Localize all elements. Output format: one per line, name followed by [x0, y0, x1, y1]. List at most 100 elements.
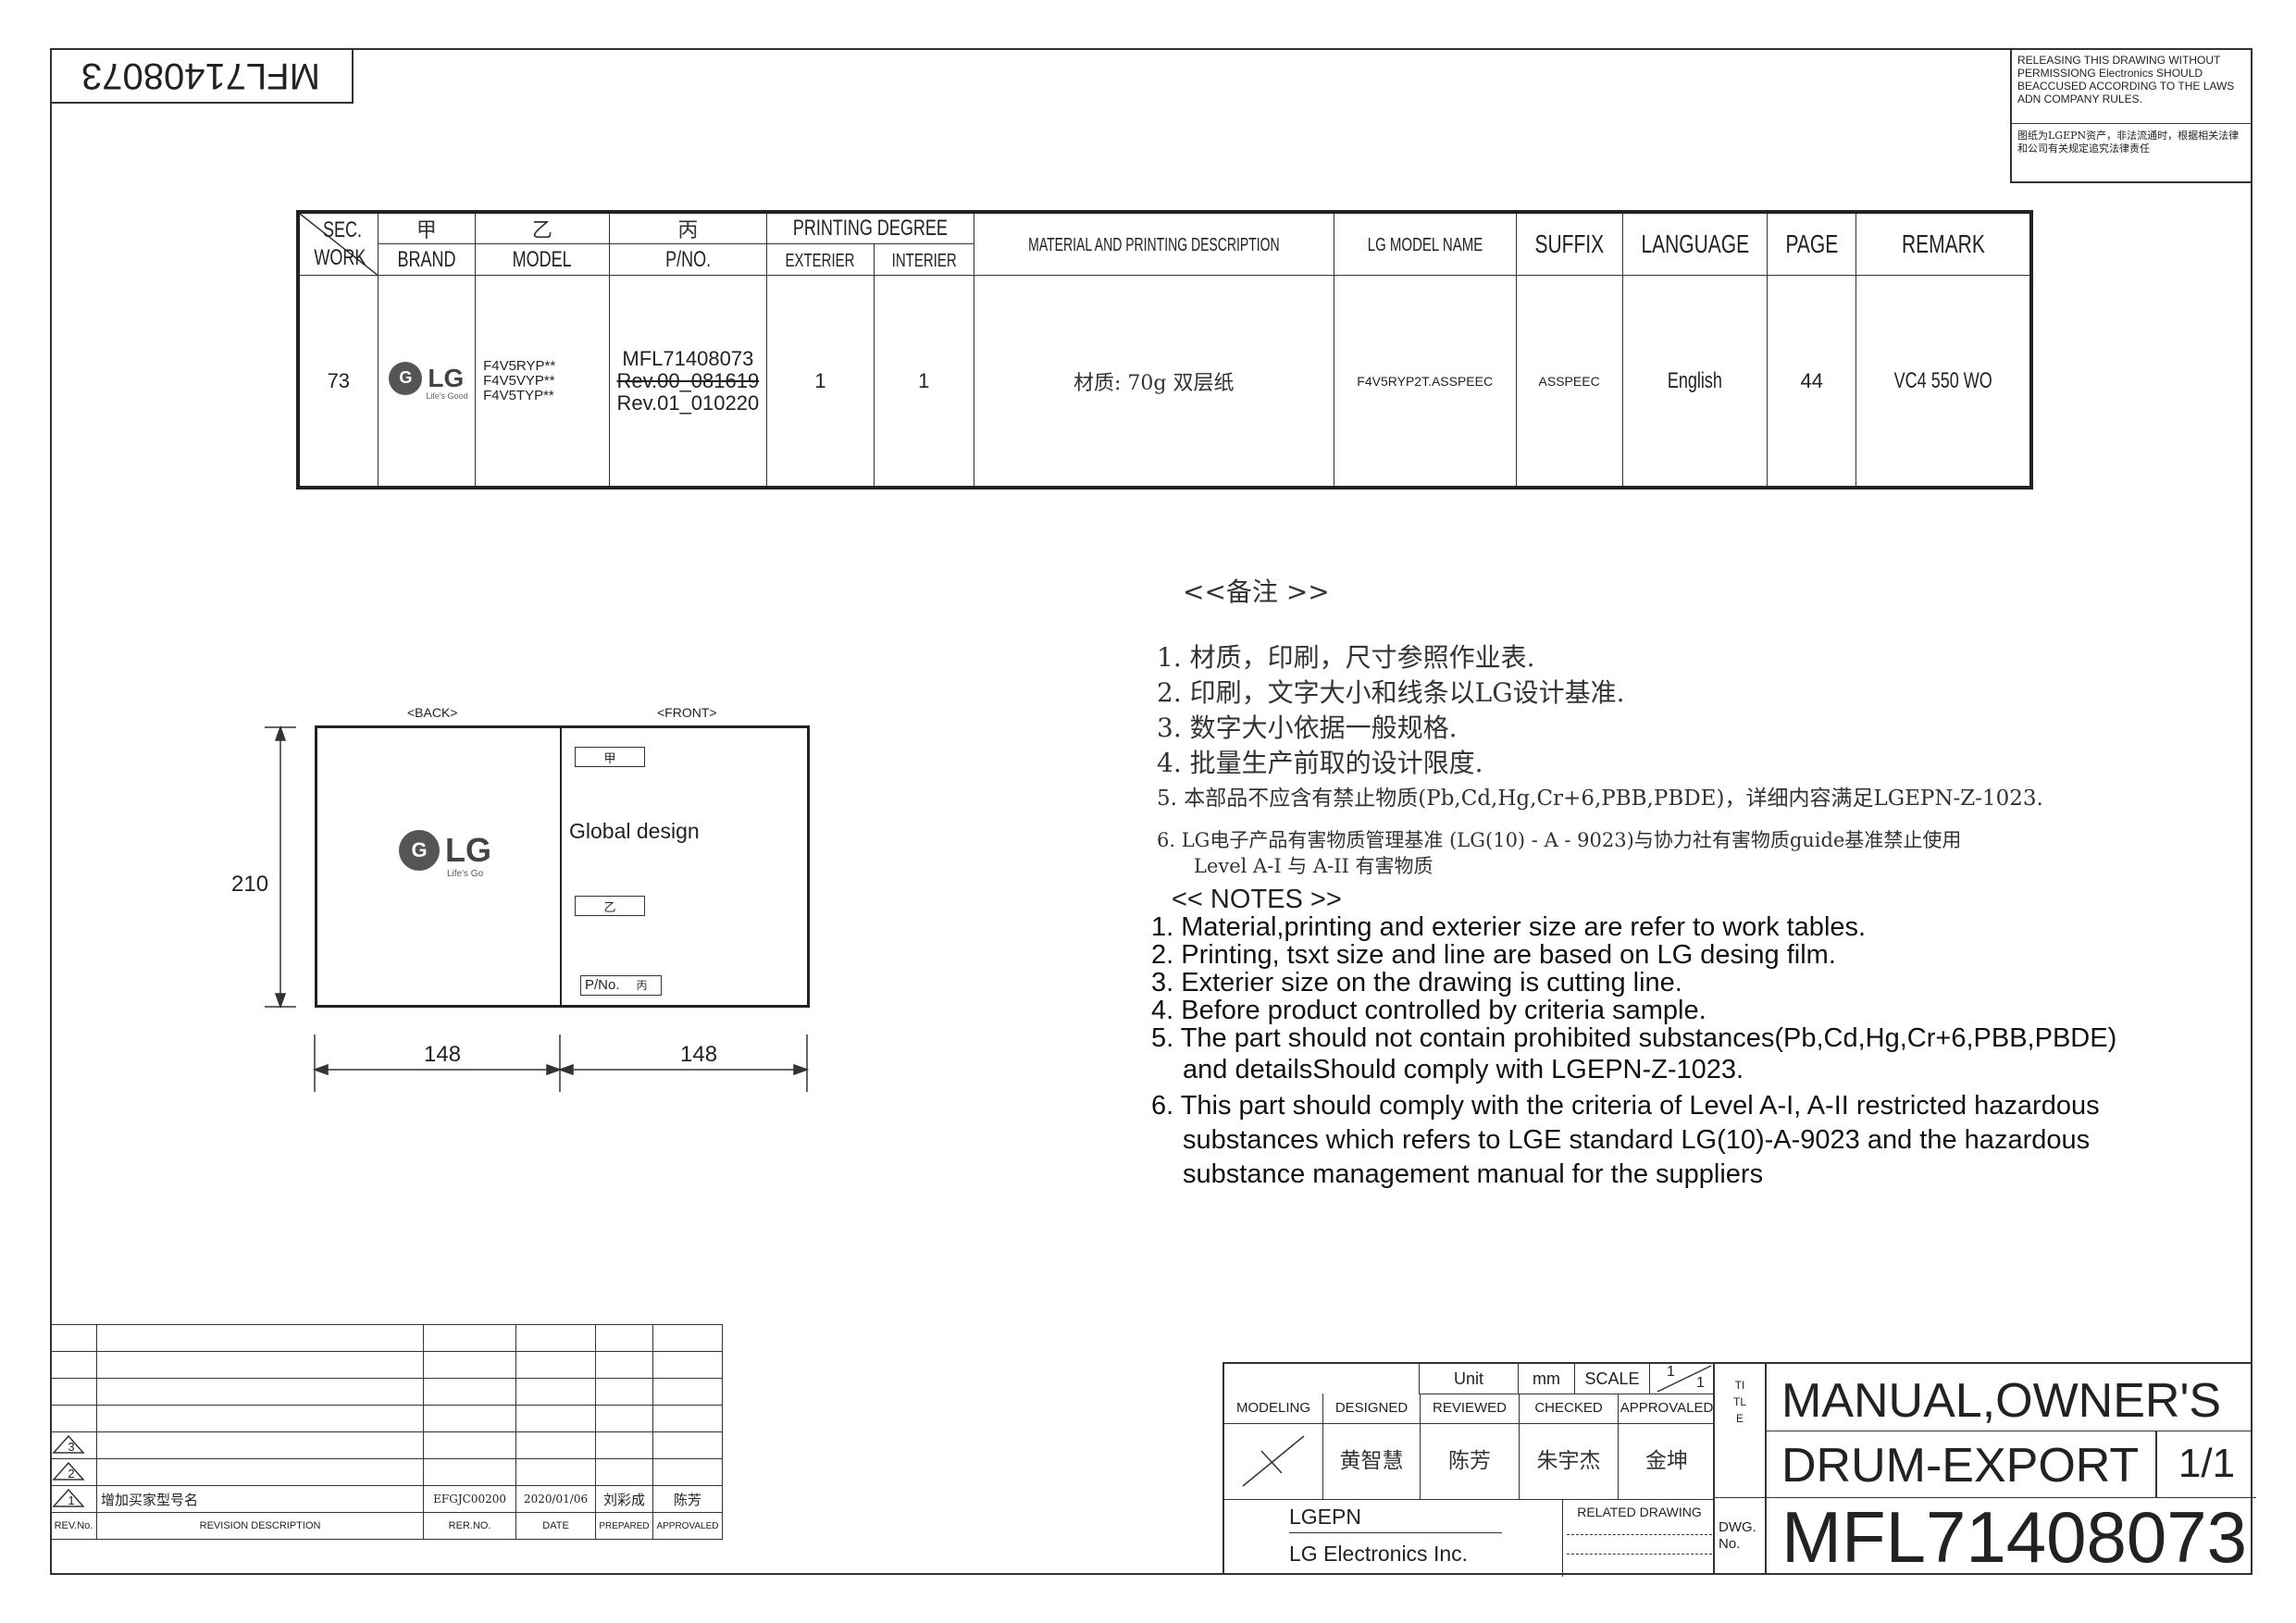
- lg-logo: G LG: [389, 361, 464, 395]
- en-note-6: 6. This part should comply with the crit…: [1151, 1091, 2100, 1121]
- title-values: MANUAL,OWNER'S DRUM-EXPORT 1/1 MFL714080…: [1765, 1362, 2256, 1578]
- reviewer-name: 陈芳: [1420, 1423, 1519, 1499]
- title-line-1: MANUAL,OWNER'S: [1781, 1374, 2222, 1428]
- brand-header: BRAND: [377, 243, 477, 276]
- rev-1-marker: 1: [50, 1485, 97, 1513]
- unit-scale-row: Unit mm SCALE 1 1: [1419, 1364, 1715, 1394]
- rev-1-desc: 增加买家型号名: [95, 1485, 425, 1513]
- en-notes-title: << NOTES >>: [1172, 885, 1342, 914]
- designer-name: 黄智慧: [1322, 1423, 1420, 1499]
- remark-value: VC4 550 WO: [1855, 275, 2032, 489]
- spec-table: SEC. WORK 甲 乙 丙 PRINTING DEGREE MATERIAL…: [296, 210, 2033, 489]
- checker-name: 朱宇杰: [1519, 1423, 1618, 1499]
- model-cn-header: 乙: [475, 211, 610, 244]
- lg-circle-icon: G: [399, 830, 440, 871]
- approver-name: 金坤: [1618, 1423, 1715, 1499]
- rev-no-header: REV.No.: [50, 1512, 97, 1540]
- sec-work-header: SEC. WORK: [297, 211, 379, 276]
- rev-date-header: DATE: [515, 1512, 596, 1540]
- model-list: F4V5RYP** F4V5VYP** F4V5TYP**: [475, 275, 610, 489]
- front-model-box: 乙: [575, 896, 645, 916]
- sign-row: 黄智慧 陈芳 朱宇杰 金坤: [1224, 1423, 1715, 1500]
- legal-notice-cn: 图纸为LGEPN资产，非法流通时，根据相关法律和公司有关规定追究法律责任: [2017, 130, 2240, 155]
- back-logo: G LG Life's Go: [399, 830, 491, 879]
- dim-width-front: 148: [680, 1042, 718, 1067]
- company-name: LG Electronics Inc.: [1289, 1542, 1469, 1566]
- sec-label: SEC.: [322, 217, 362, 242]
- cn-notes-title: <<备注 >>: [1183, 576, 1330, 607]
- cn-notes-list: 1. 材质，印刷，尺寸参照作业表. 2. 印刷，文字大小和线条以LG设计基准. …: [1157, 640, 2043, 816]
- dwg-no-label: DWG.No.: [1719, 1519, 1756, 1552]
- brand-cell: G LG Life's Good: [377, 275, 477, 489]
- front-label: <FRONT>: [657, 705, 717, 720]
- rev-1-date: 2020/01/06: [515, 1485, 596, 1513]
- en-notes-list: 1. Material,printing and exterier size a…: [1151, 913, 2116, 1192]
- card-outline: G LG Life's Go 甲 Global design 乙 P/No. 丙: [315, 725, 810, 1008]
- rev-1-prepared: 刘彩成: [595, 1485, 653, 1513]
- model-header: MODEL: [475, 243, 610, 276]
- en-note-6c: substance management manual for the supp…: [1183, 1159, 1764, 1189]
- material-value: 材质: 70g 双层纸: [973, 275, 1334, 489]
- revision-table: 3 2 1 增加买家型号名 EFGJC00200 2020/01/06 刘彩成 …: [50, 1324, 724, 1540]
- dim-height: 210: [231, 872, 269, 897]
- title-line-2: DRUM-EXPORT: [1781, 1439, 2140, 1493]
- doc-number-stamp: MFL71408073: [50, 48, 354, 104]
- lg-circle-icon: G: [389, 361, 423, 395]
- cn-note-1: 1. 材质，印刷，尺寸参照作业表.: [1157, 642, 1535, 673]
- pno-cell: MFL71408073 Rev.00_081619 Rev.01_010220: [608, 275, 768, 489]
- sheet-number: 1/1: [2155, 1431, 2256, 1498]
- cn-note-2: 2. 印刷，文字大小和线条以LG设计基准.: [1157, 677, 1625, 708]
- remark-header: REMARK: [1855, 211, 2032, 276]
- rev-1-rer: EFGJC00200: [423, 1485, 517, 1513]
- cn-note-6: 6. LG电子产品有害物质管理基准 (LG(10) - A - 9023)与协力…: [1157, 829, 1962, 877]
- title-block-left: Unit mm SCALE 1 1 MODELING DESIGNED REVI…: [1222, 1362, 1716, 1577]
- dwg-number: MFL71408073: [1781, 1496, 2248, 1578]
- en-note-2: 2. Printing, tsxt size and line are base…: [1151, 940, 1836, 970]
- rev-approved-header: APPROVALED: [652, 1512, 724, 1540]
- model-name-header: LG MODEL NAME: [1333, 211, 1517, 276]
- title-vertical-label: TITLE: [1733, 1379, 1747, 1425]
- cn-note-5: 5. 本部品不应含有禁止物质(Pb,Cd,Hg,Cr+6,PBB,PBDE)，详…: [1157, 787, 2043, 811]
- sign-header-row: MODELING DESIGNED REVIEWED CHECKED APPRO…: [1224, 1394, 1715, 1424]
- pno-header: P/NO.: [608, 243, 768, 276]
- material-header: MATERIAL AND PRINTING DESCRIPTION: [973, 211, 1334, 276]
- en-note-6b: substances which refers to LGE standard …: [1183, 1125, 2091, 1155]
- scale-fraction: 1 1: [1649, 1364, 1715, 1394]
- rev-desc-header: REVISION DESCRIPTION: [95, 1512, 425, 1540]
- pno-value: MFL71408073: [622, 346, 754, 370]
- exterier-value: 1: [766, 275, 875, 489]
- page-value: 44: [1767, 275, 1857, 489]
- title-side: TITLE DWG.No.: [1713, 1362, 1765, 1575]
- en-note-3: 3. Exterier size on the drawing is cutti…: [1151, 968, 1682, 997]
- legal-notice-en: RELEASING THIS DRAWING WITHOUT PERMISSIO…: [2012, 48, 2253, 124]
- en-note-5: 5. The part should not contain prohibite…: [1151, 1023, 2117, 1053]
- rev-1-approved: 陈芳: [652, 1485, 724, 1513]
- legal-notice: RELEASING THIS DRAWING WITHOUT PERMISSIO…: [2010, 48, 2253, 183]
- interier-header: INTERIER: [873, 243, 974, 276]
- back-label: <BACK>: [407, 705, 458, 720]
- model-name-value: F4V5RYP2T.ASSPEEC: [1333, 275, 1517, 489]
- modeling-cross: [1224, 1423, 1322, 1499]
- rev-old: Rev.00_081619: [616, 368, 760, 392]
- en-note-1: 1. Material,printing and exterier size a…: [1151, 912, 1867, 942]
- language-value: English: [1621, 275, 1769, 489]
- printing-degree-header: PRINTING DEGREE: [766, 211, 974, 244]
- interier-value: 1: [873, 275, 974, 489]
- brand-cn-header: 甲: [377, 211, 477, 244]
- en-note-5b: and detailsShould comply with LGEPN-Z-10…: [1183, 1055, 1744, 1084]
- related-drawing: RELATED DRAWING: [1562, 1499, 1716, 1577]
- front-brand-box: 甲: [575, 747, 645, 767]
- cn-note-4: 4. 批量生产前取的设计限度.: [1157, 748, 1483, 778]
- work-label: WORK: [314, 245, 366, 270]
- suffix-value: ASSPEEC: [1515, 275, 1623, 489]
- company-code: LGEPN: [1289, 1505, 1361, 1529]
- rev-new: Rev.01_010220: [616, 390, 760, 415]
- exterier-header: EXTERIER: [766, 243, 875, 276]
- rev-rer-header: RER.NO.: [423, 1512, 517, 1540]
- fold-line: [560, 728, 562, 1005]
- drawing-frame: [50, 48, 2253, 1575]
- rev-3-marker: 3: [50, 1431, 97, 1459]
- pno-cn-header: 丙: [608, 211, 768, 244]
- language-header: LANGUAGE: [1621, 211, 1769, 276]
- page-header: PAGE: [1767, 211, 1857, 276]
